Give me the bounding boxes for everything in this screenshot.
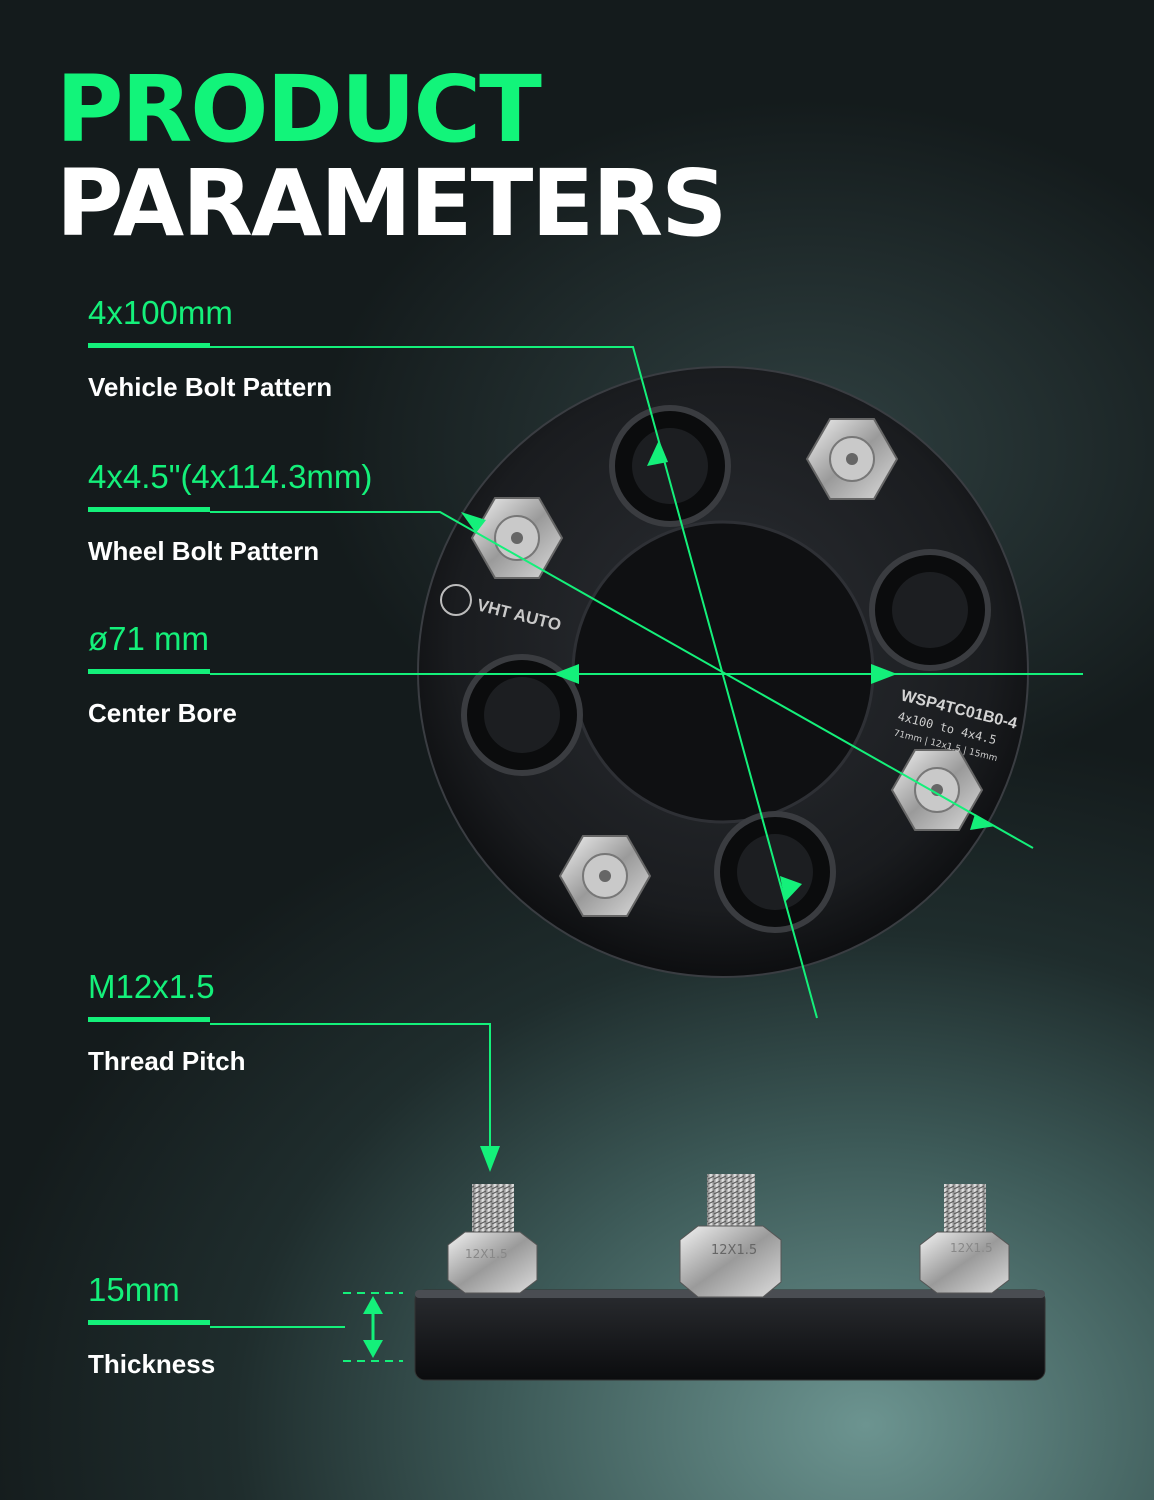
param-underline <box>88 507 210 512</box>
param-value: 15mm <box>88 1271 180 1308</box>
param-vehicle-bolt-pattern: 4x100mm Vehicle Bolt Pattern <box>88 296 508 400</box>
nut-marking-3: 12X1.5 <box>950 1241 993 1255</box>
param-thickness: 15mm Thickness <box>88 1273 508 1377</box>
param-underline <box>88 669 210 674</box>
param-wheel-bolt-pattern: 4x4.5"(4x114.3mm) Wheel Bolt Pattern <box>88 460 508 564</box>
nut-marking-1: 12X1.5 <box>465 1247 508 1261</box>
param-value: 4x100mm <box>88 294 233 331</box>
spacer-side-view: 12X1.5 12X1.5 12X1.5 <box>414 1174 1046 1381</box>
param-center-bore: ø71 mm Center Bore <box>88 622 508 726</box>
param-underline <box>88 1320 210 1325</box>
param-label: Vehicle Bolt Pattern <box>88 372 333 402</box>
title-line-1: PRODUCT <box>56 56 542 163</box>
param-label: Thickness <box>88 1349 216 1379</box>
param-label: Wheel Bolt Pattern <box>88 536 320 566</box>
param-underline <box>88 343 210 348</box>
nut-marking-2: 12X1.5 <box>711 1243 757 1258</box>
bolt-holes <box>461 405 991 933</box>
param-thread-pitch: M12x1.5 Thread Pitch <box>88 970 508 1074</box>
param-underline <box>88 1017 210 1022</box>
model-engraving: WSP4TC01B0-4 4x100 to 4x4.5 71mm | 12x1.… <box>893 687 1019 764</box>
param-label: Thread Pitch <box>88 1046 246 1076</box>
param-value: M12x1.5 <box>88 968 215 1005</box>
param-label: Center Bore <box>88 698 237 728</box>
title-line-2: PARAMETERS <box>56 150 727 257</box>
param-value: ø71 mm <box>88 620 210 657</box>
param-value: 4x4.5"(4x114.3mm) <box>88 458 373 495</box>
callout-arrowheads <box>363 440 996 1358</box>
callout-lines <box>210 346 1083 1362</box>
